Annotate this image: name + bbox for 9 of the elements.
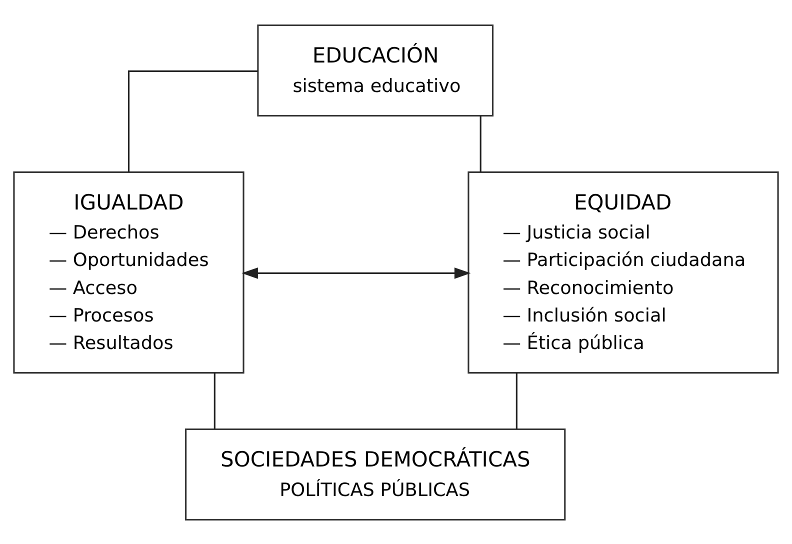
node-box: EDUCACIÓN sistema educativo xyxy=(257,24,494,116)
connector xyxy=(214,372,216,428)
connector xyxy=(480,115,482,172)
arrow xyxy=(242,266,471,278)
node-box: EQUIDAD — Justicia social — Participación ciudadana — Reconocimiento — Inclusión social — Ética pública xyxy=(468,170,779,374)
connector xyxy=(128,70,258,172)
node-box: IGUALDAD — Derechos — Oportunidades — Acceso — Procesos — Resultados xyxy=(13,170,244,374)
connector xyxy=(516,372,518,428)
node-box: SOCIEDADES DEMOCRÁTICAS POLÍTICAS PÚBLICAS xyxy=(185,428,566,520)
